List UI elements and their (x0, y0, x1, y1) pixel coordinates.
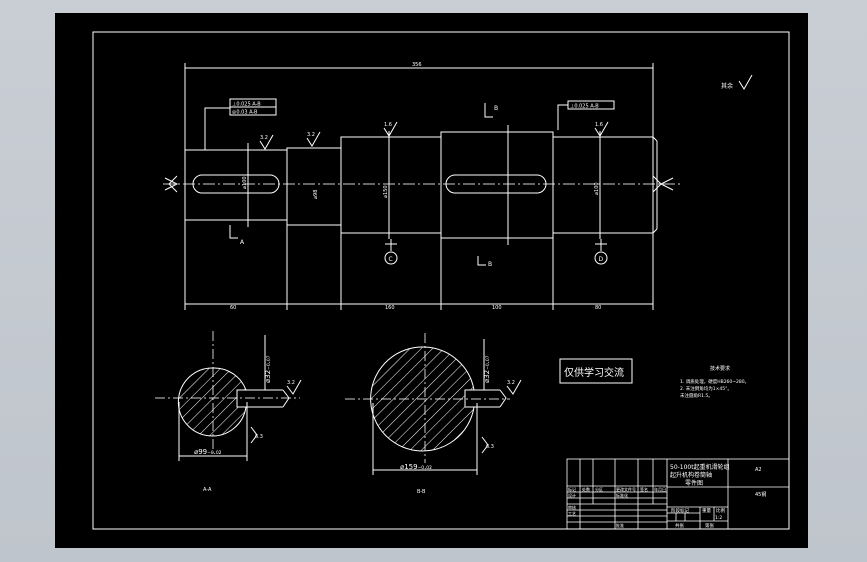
drawing-canvas: ⊥0.025 A-B ◎0.03 A-B ⊥0.025 A-B 3.2 3.2 … (92, 31, 790, 530)
dim-overall-length: 356 (412, 62, 422, 68)
drawing-sheet: ⊥0.025 A-B ◎0.03 A-B ⊥0.025 A-B 3.2 3.2 … (55, 13, 808, 548)
mark-label: 重量 (702, 507, 711, 514)
dim-seg4: 80 (595, 305, 601, 311)
roughness-2: 3.2 (307, 132, 315, 138)
tb-row-4: 更改文件号 (616, 486, 636, 492)
material: 45钢 (755, 491, 766, 498)
tech-req-line-2: 2. 未注倒角均为1×45°。 (680, 385, 732, 392)
tb-row-2: 处数 (582, 486, 590, 492)
roughness-1: 3.2 (260, 135, 268, 141)
tb-row-1: 标记 (568, 486, 576, 492)
tb-left-2: 审核 (568, 504, 576, 510)
inner-border (92, 31, 790, 530)
title-line-3: 零件图 (685, 479, 703, 487)
dim-phi-a: ⌀100 (242, 176, 248, 189)
watermark-text: 仅供学习交流 (564, 366, 624, 379)
scale-value: 1:2 (715, 515, 722, 521)
tb-left-4: 标准化 (616, 492, 628, 498)
tolerance-frame-1: ⊥0.025 A-B (232, 102, 261, 108)
section-mark-b1: B (494, 105, 498, 112)
tech-req-title: 技术要求 (710, 365, 730, 372)
tb-row-5: 签名 (640, 486, 648, 492)
stage-label: 阶段标记 (671, 507, 689, 514)
roughness-symbols (168, 121, 662, 193)
section-a-rough2: 6.3 (255, 434, 263, 440)
bottom-sheet: 第张 (705, 522, 714, 529)
dim-phi-b: ⌀98 (313, 190, 319, 199)
shaft-main-view (163, 63, 680, 310)
tb-left-1: 设计 (568, 492, 576, 498)
tech-req-line-3: 未注圆角R1.5。 (680, 392, 713, 399)
section-b-key: ⌀32₋₀.₀₇ (483, 355, 491, 383)
datum-circles (384, 239, 608, 265)
roughness-3: 1.6 (384, 122, 392, 128)
tech-req-line-1: 1. 调质处理，硬度HB260~280。 (680, 378, 749, 385)
datum-c: C (389, 256, 393, 263)
tb-left-3: 工艺 (568, 511, 576, 516)
dim-phi-d: ⌀100 (594, 182, 600, 195)
tb-left-5: 批准 (616, 522, 624, 528)
title-line-1: 50-100t起重机滑轮组 (670, 463, 730, 471)
datum-d: D (599, 256, 604, 263)
roughness-note: 其余 (721, 82, 733, 90)
dim-seg1: 60 (230, 305, 236, 311)
dim-seg2: 160 (385, 305, 395, 311)
section-b-dia: ⌀159₋₀.₀₂ (400, 463, 432, 471)
section-b-b (345, 333, 522, 475)
sheet-size: A2 (755, 467, 762, 473)
section-a-rough1: 3.2 (287, 380, 295, 386)
watermark-box (559, 358, 633, 384)
section-b-rough1: 3.2 (507, 380, 515, 386)
section-b-rough2: 6.3 (486, 444, 494, 450)
title-line-2: 起升机构卷筒轴 (670, 471, 712, 479)
section-a-dia: ⌀99₋₀.₀₂ (194, 448, 222, 456)
tb-row-6: 年月日 (654, 486, 666, 492)
dim-phi-c: ⌀150 (383, 185, 389, 198)
section-mark-b2: B (488, 261, 492, 268)
dim-seg3: 100 (492, 305, 502, 311)
section-a-label: A-A (203, 487, 212, 493)
title-block (566, 458, 790, 530)
tolerance-frames: ⊥0.025 A-B ◎0.03 A-B ⊥0.025 A-B (229, 98, 615, 116)
section-mark-a1: A (240, 239, 245, 246)
section-a-a (155, 331, 302, 461)
section-a-key: ⌀32₋₀.₀₇ (264, 355, 272, 383)
bottom-total: 共张 (675, 522, 684, 529)
tb-row-3: 分区 (595, 486, 603, 492)
tolerance-frame-3: ⊥0.025 A-B (570, 104, 599, 110)
section-b-label: B-B (417, 489, 426, 495)
tolerance-frame-2: ◎0.03 A-B (232, 110, 258, 116)
scale-label: 比例 (716, 507, 725, 514)
roughness-4: 1.6 (595, 122, 603, 128)
